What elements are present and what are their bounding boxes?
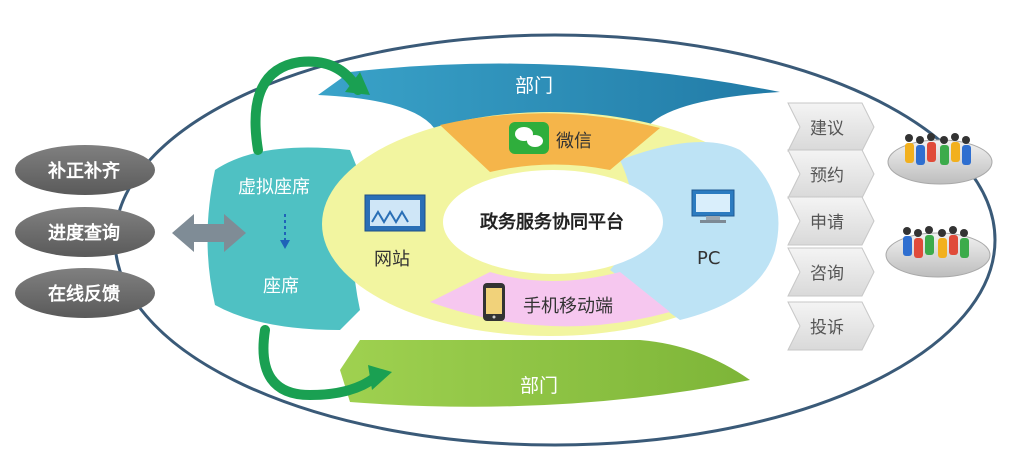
pc-icon (691, 189, 735, 223)
seat-arrow-head (280, 240, 290, 249)
bidirectional-arrow (172, 214, 246, 252)
service-label: 申请 (810, 213, 844, 233)
service-label: 投诉 (810, 318, 844, 338)
citizen-group-icon (885, 226, 991, 278)
bottom-band-label: 部门 (520, 375, 558, 397)
top-band-label: 部门 (515, 75, 553, 97)
wechat-label: 微信 (556, 131, 592, 152)
action-pill-progress[interactable] (15, 207, 155, 257)
virtual-seat-label: 虚拟座席 (238, 177, 310, 198)
pc-label: PC (697, 248, 720, 269)
mobile-label: 手机移动端 (523, 296, 613, 317)
top-department-band (318, 63, 780, 140)
wechat-icon (509, 122, 549, 154)
service-label: 建议 (810, 119, 844, 139)
bottom-department-band (340, 340, 750, 407)
service-chevron[interactable] (787, 301, 875, 351)
service-list: 建议 预约 申请 咨询 投诉 (787, 102, 875, 351)
bottom-green-arrow (258, 325, 383, 401)
platform-ring (322, 112, 779, 336)
seat-label: 座席 (263, 276, 299, 297)
action-label: 补正补齐 (47, 160, 121, 182)
top-green-arrow-head (345, 72, 370, 95)
seat-wing (207, 147, 360, 330)
left-actions: 补正补齐 进度查询 在线反馈 (15, 145, 155, 318)
bottom-green-arrow-head (368, 365, 392, 390)
service-chevron[interactable] (787, 247, 875, 297)
action-pill-supplement[interactable] (15, 145, 155, 195)
website-label: 网站 (374, 249, 410, 270)
service-label: 预约 (810, 166, 844, 186)
pc-segment (610, 142, 779, 320)
wechat-segment (440, 113, 660, 172)
website-icon (364, 194, 426, 232)
platform-core (443, 170, 663, 274)
platform-title: 政务服务协同平台 (480, 211, 624, 233)
service-chevron[interactable] (787, 196, 875, 246)
action-label: 进度查询 (48, 222, 120, 244)
citizen-group-icon (887, 133, 993, 185)
service-label: 咨询 (810, 264, 844, 284)
action-pill-feedback[interactable] (15, 268, 155, 318)
action-label: 在线反馈 (48, 283, 120, 305)
top-green-arrow (250, 56, 363, 155)
mobile-phone-icon (483, 283, 505, 321)
